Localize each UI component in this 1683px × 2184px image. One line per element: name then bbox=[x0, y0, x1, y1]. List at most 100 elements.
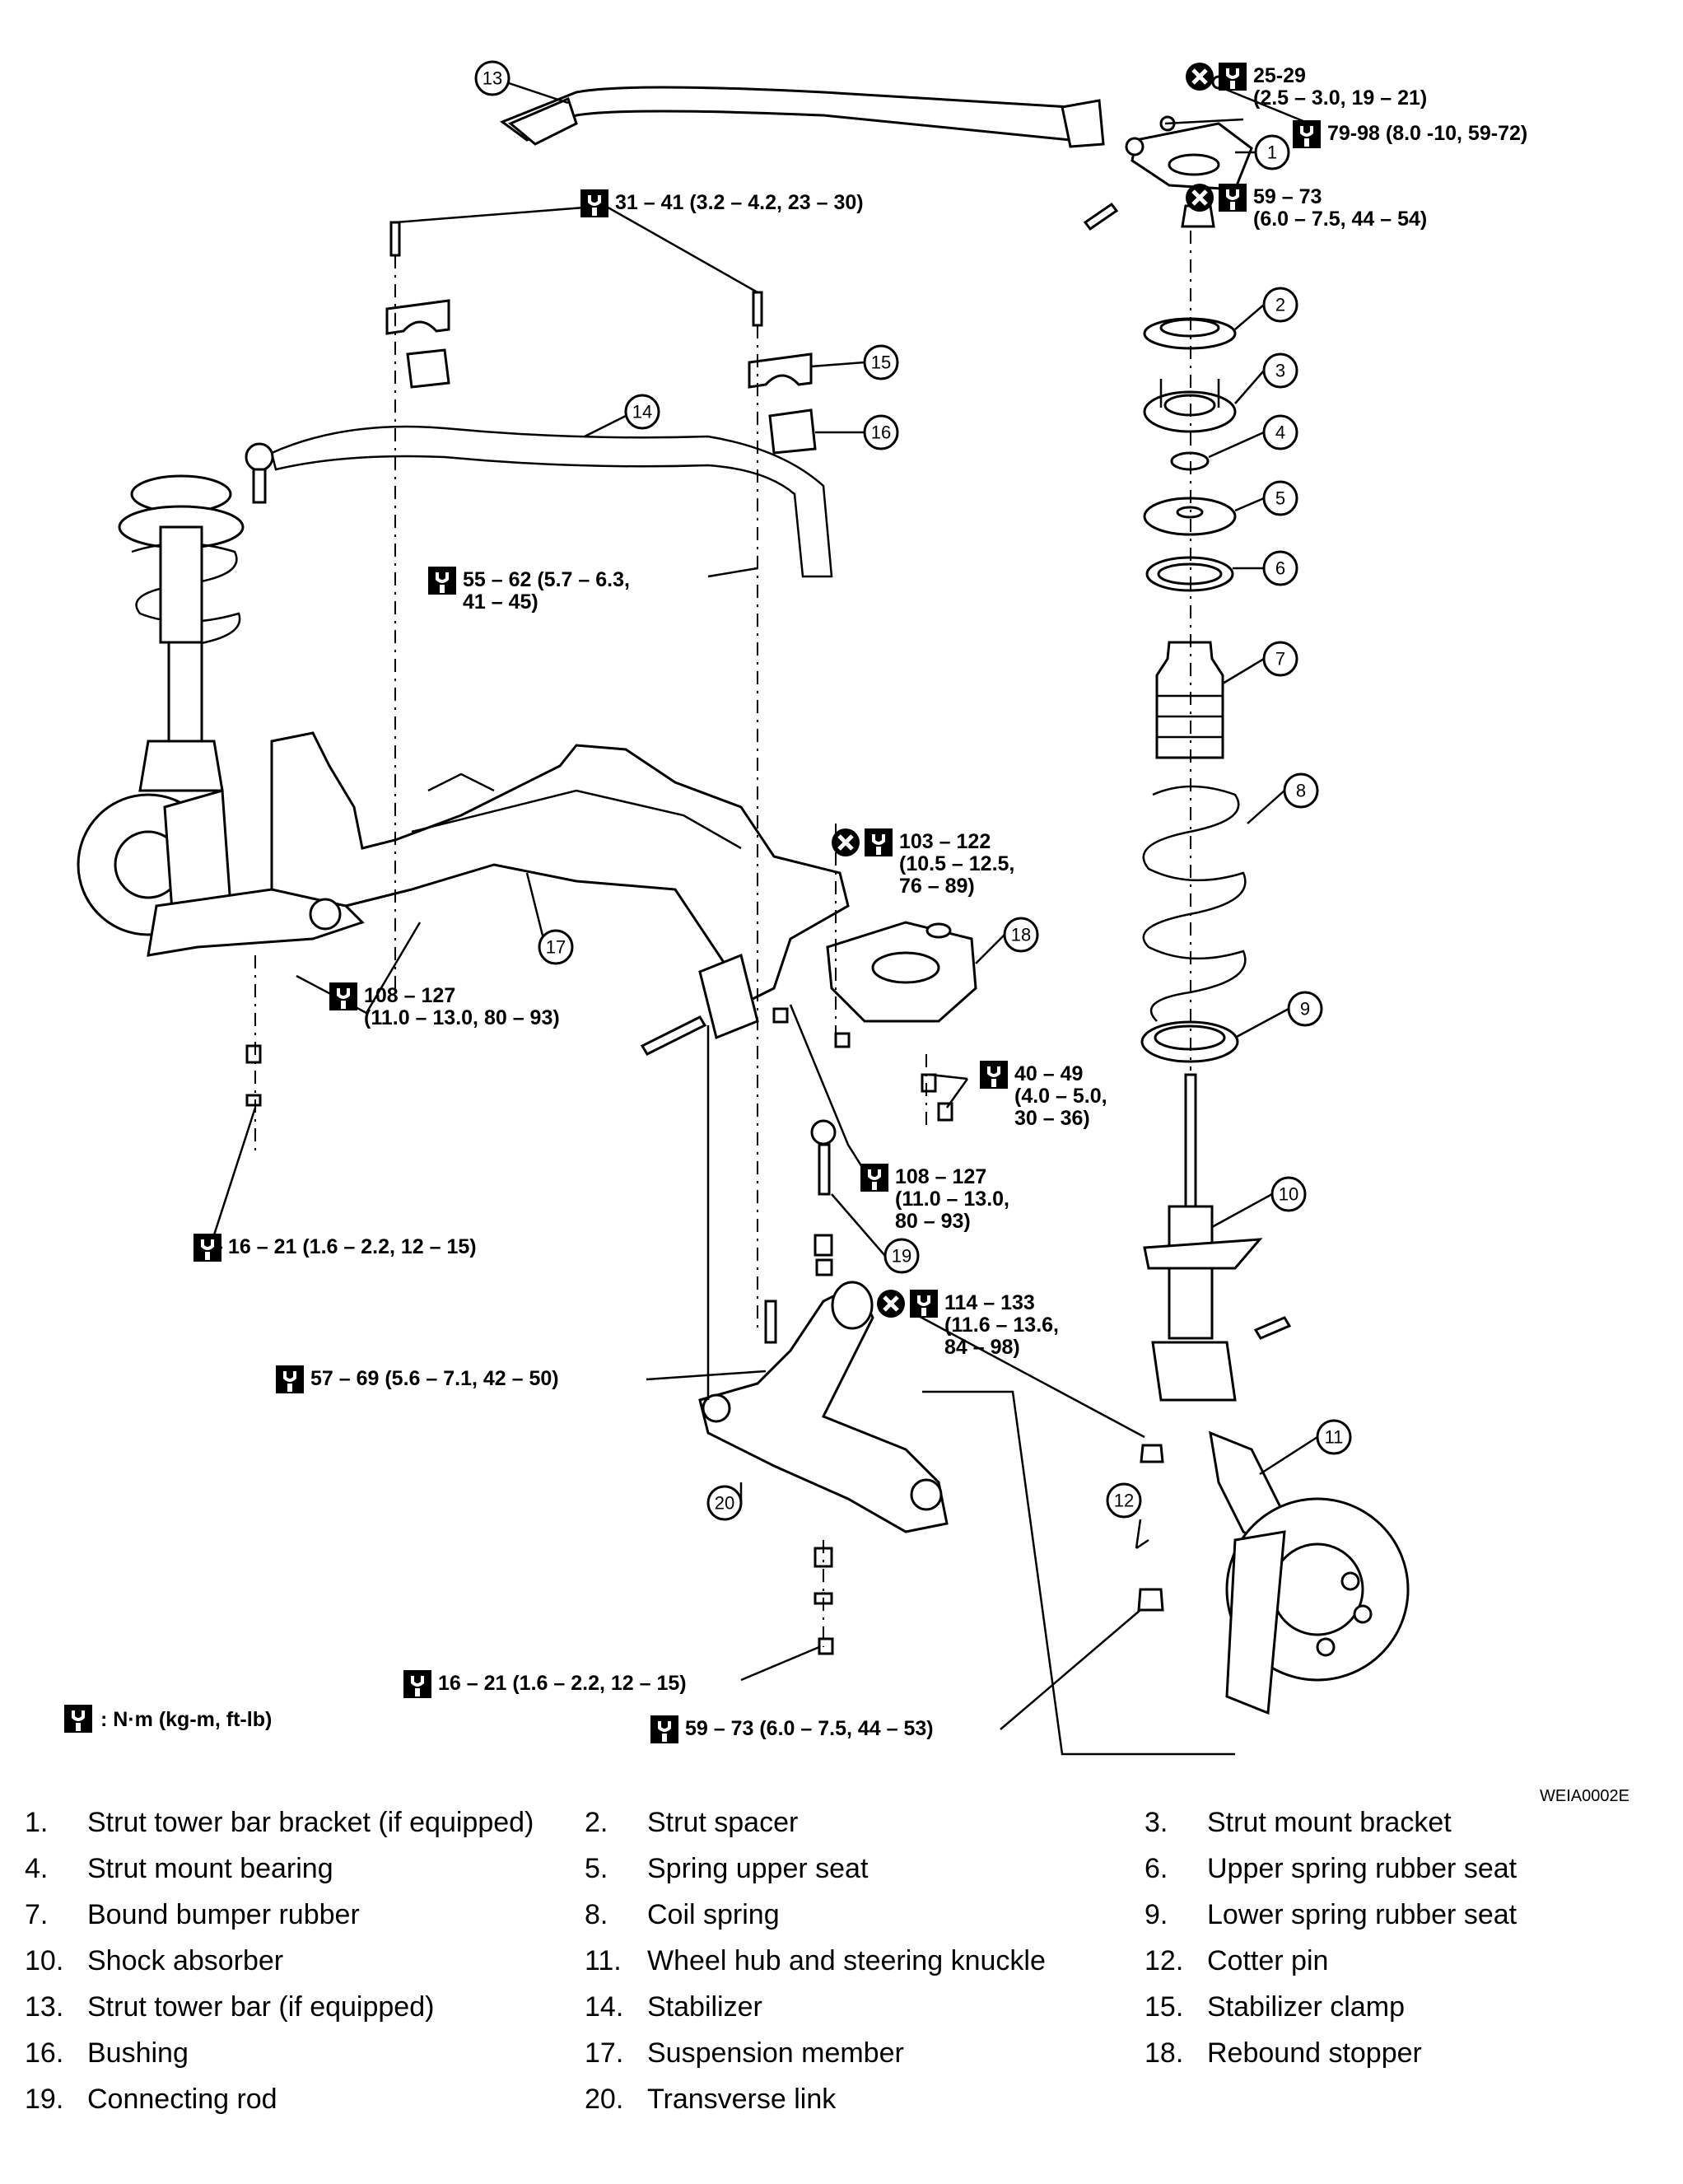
legend-label: Strut mount bracket bbox=[1207, 1806, 1452, 1838]
legend-item: 11.Wheel hub and steering knuckle bbox=[585, 1945, 1145, 1977]
torque-wrench-icon bbox=[193, 1234, 221, 1262]
torque-spec-line: 80 – 93) bbox=[895, 1210, 971, 1233]
torque-spec-line: (6.0 – 7.5, 44 – 54) bbox=[1253, 208, 1427, 231]
callout-19: 19 bbox=[831, 1193, 920, 1274]
legend-number: 9. bbox=[1145, 1898, 1168, 1930]
stabilizer-bar bbox=[245, 425, 833, 578]
legend-label: Bushing bbox=[87, 2037, 189, 2069]
svg-text:19: 19 bbox=[892, 1246, 911, 1267]
legend-label: Bound bumper rubber bbox=[87, 1898, 360, 1930]
legend-label: Rebound stopper bbox=[1207, 2037, 1422, 2069]
callout-12: 12 bbox=[1106, 1482, 1142, 1519]
torque-spec-line: (2.5 – 3.0, 19 – 21) bbox=[1253, 86, 1427, 110]
wheel-hub-and-steering-knuckle bbox=[1209, 1430, 1410, 1715]
suspension-member bbox=[270, 731, 850, 1040]
callout-1: 1 bbox=[1235, 134, 1290, 170]
svg-text:8: 8 bbox=[1296, 781, 1306, 801]
torque-spec-line: 55 – 62 (5.7 – 6.3, bbox=[463, 568, 630, 591]
legend-number: 20. bbox=[585, 2083, 624, 2115]
legend-label: Lower spring rubber seat bbox=[1207, 1898, 1517, 1930]
svg-text:3: 3 bbox=[1275, 361, 1285, 381]
torque-spec-line: 84 – 98) bbox=[944, 1336, 1020, 1359]
svg-text:: N·m (kg-m, ft-lb): : N·m (kg-m, ft-lb) bbox=[100, 1708, 272, 1731]
legend-number: 8. bbox=[585, 1898, 608, 1930]
legend-label: Coil spring bbox=[647, 1898, 780, 1930]
legend-item: 14. Stabilizer bbox=[585, 1991, 1145, 2023]
torque-spec-line: 41 – 45) bbox=[463, 590, 538, 614]
stabilizer-clamp bbox=[385, 299, 813, 389]
legend-number: 15. bbox=[1145, 1990, 1184, 2023]
torque-wrench-icon bbox=[329, 982, 357, 1010]
left-knuckle-hub bbox=[77, 789, 232, 936]
callout-11: 11 bbox=[1259, 1419, 1352, 1476]
svg-text:18: 18 bbox=[1011, 925, 1031, 945]
legend-item: 9. Lower spring rubber seat bbox=[1145, 1899, 1663, 1931]
svg-text:1: 1 bbox=[1267, 142, 1277, 163]
torque-spec-line: (10.5 – 12.5, bbox=[899, 852, 1014, 875]
connecting-rod bbox=[810, 1119, 837, 1276]
legend-label: Transverse link bbox=[647, 2083, 837, 2115]
torque-spec-t7: 108 – 127(11.0 – 13.0, 80 – 93) bbox=[329, 982, 560, 1029]
svg-text:15: 15 bbox=[871, 352, 891, 373]
legend-row: 1.Strut tower bar bracket (if equipped)2… bbox=[25, 1799, 1663, 1846]
callout-16: 16 bbox=[815, 414, 899, 450]
legend-item: 19.Connecting rod bbox=[25, 2084, 585, 2116]
legend-item: 5. Spring upper seat bbox=[585, 1853, 1145, 1885]
callout-3: 3 bbox=[1234, 352, 1298, 404]
torque-spec-line: 30 – 36) bbox=[1014, 1107, 1090, 1130]
torque-spec-t11: 114 – 133(11.6 – 13.6,84 – 98) bbox=[877, 1290, 1059, 1359]
callout-2: 2 bbox=[1234, 287, 1298, 330]
legend-label: Stabilizer bbox=[647, 1990, 762, 2023]
legend-label: Spring upper seat bbox=[647, 1852, 869, 1884]
replace-part-icon bbox=[1186, 63, 1214, 91]
torque-spec-line: 108 – 127 bbox=[364, 984, 455, 1007]
figure-code: WEIA0002E bbox=[1540, 1787, 1629, 1805]
callouts: 13 1 2 3 4 5 6 7 8 9 10 11 12 14 15 16 1… bbox=[474, 60, 1352, 1521]
legend-item: 10.Shock absorber bbox=[25, 1945, 585, 1977]
torque-wrench-icon bbox=[910, 1290, 938, 1318]
legend-number: 16. bbox=[25, 2037, 64, 2069]
replace-part-icon bbox=[1186, 184, 1214, 212]
callout-17: 17 bbox=[525, 872, 574, 965]
legend-number: 5. bbox=[585, 1852, 608, 1884]
svg-text:17: 17 bbox=[546, 937, 566, 958]
legend-item: 20. Transverse link bbox=[585, 2084, 1145, 2116]
torque-wrench-icon bbox=[860, 1164, 888, 1192]
replace-part-icon bbox=[877, 1290, 905, 1318]
legend-item: 16. Bushing bbox=[25, 2037, 585, 2070]
legend-item: 18.Rebound stopper bbox=[1145, 2037, 1663, 2070]
callout-15: 15 bbox=[810, 344, 899, 380]
legend-item: 6.Upper spring rubber seat bbox=[1145, 1853, 1663, 1885]
callout-10: 10 bbox=[1211, 1176, 1307, 1229]
svg-text:10: 10 bbox=[1279, 1184, 1298, 1205]
legend-label: Stabilizer clamp bbox=[1207, 1990, 1405, 2023]
legend-item: 1.Strut tower bar bracket (if equipped) bbox=[25, 1807, 585, 1839]
torque-spec-line: (11.0 – 13.0, bbox=[895, 1188, 1009, 1211]
legend-label: Strut spacer bbox=[647, 1806, 799, 1838]
legend-label: Cotter pin bbox=[1207, 1944, 1329, 1976]
torque-spec-line: 57 – 69 (5.6 – 7.1, 42 – 50) bbox=[310, 1367, 559, 1390]
svg-text:12: 12 bbox=[1114, 1491, 1134, 1511]
legend-number: 14. bbox=[585, 1990, 624, 2023]
legend-number: 1. bbox=[25, 1806, 49, 1838]
svg-text:20: 20 bbox=[715, 1493, 734, 1514]
shock-absorber bbox=[1143, 1073, 1263, 1402]
legend-item: 17.Suspension member bbox=[585, 2037, 1145, 2070]
svg-text:13: 13 bbox=[483, 68, 502, 89]
torque-wrench-icon bbox=[276, 1365, 304, 1393]
torque-spec-line: (4.0 – 5.0, bbox=[1014, 1085, 1107, 1108]
torque-spec-t6: 103 – 122(10.5 – 12.5,76 – 89) bbox=[832, 828, 1014, 898]
svg-text:11: 11 bbox=[1325, 1427, 1344, 1448]
legend-item: 2.Strut spacer bbox=[585, 1807, 1145, 1839]
legend-label: Suspension member bbox=[647, 2037, 904, 2069]
svg-text:7: 7 bbox=[1275, 649, 1285, 670]
torque-spec-t1: 25-29(2.5 – 3.0, 19 – 21) bbox=[1186, 63, 1427, 110]
torque-spec-line: 40 – 49 bbox=[1014, 1062, 1083, 1085]
torque-spec-t12: 57 – 69 (5.6 – 7.1, 42 – 50) bbox=[276, 1365, 559, 1393]
svg-text:5: 5 bbox=[1275, 488, 1285, 509]
rebound-stopper bbox=[826, 921, 977, 1023]
legend-item: 15. Stabilizer clamp bbox=[1145, 1991, 1663, 2023]
coil-spring bbox=[1142, 785, 1247, 1022]
legend-label: Upper spring rubber seat bbox=[1207, 1852, 1517, 1884]
